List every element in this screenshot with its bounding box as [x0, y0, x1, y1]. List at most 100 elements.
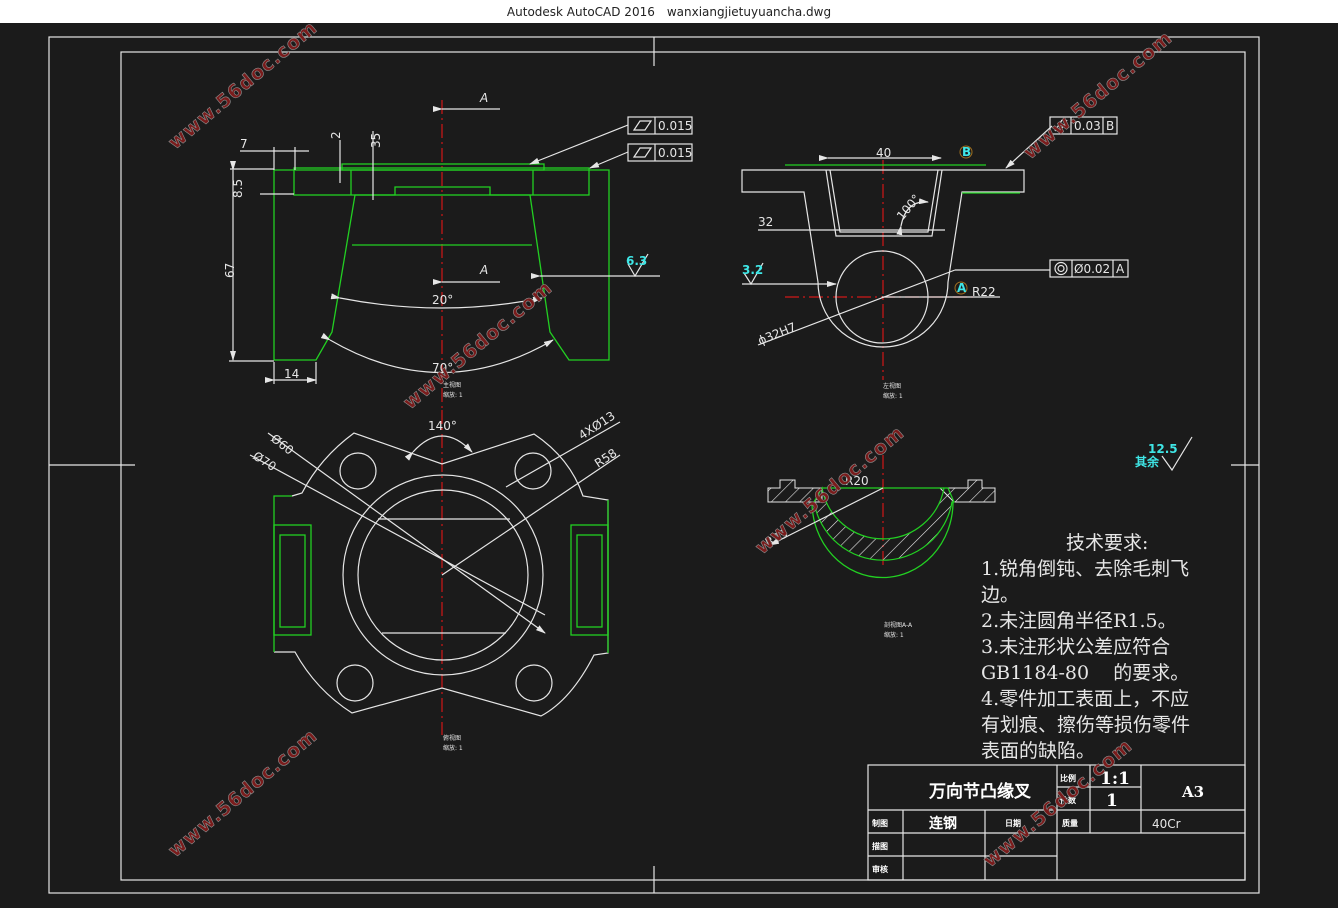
drawing-stroke [1005, 125, 1053, 169]
watermark: www.56doc.com [1019, 27, 1177, 164]
drawing-stroke [896, 198, 929, 236]
dim-4x-dia13: 4XØ13 [576, 409, 618, 443]
inner-frame [120, 51, 1246, 881]
parallelism-icon [1054, 119, 1068, 132]
outer-circle-70 [342, 474, 544, 676]
watermark: www.56doc.com [164, 725, 322, 862]
front-raised-face [341, 163, 545, 171]
drawing-stroke [267, 432, 546, 634]
date-label: 日期 [1005, 818, 1021, 828]
traced-label: 描图 [872, 841, 888, 851]
sheet-size: A3 [1181, 783, 1204, 801]
roughness-prefix: 其余 [1135, 454, 1160, 469]
drawing-stroke [505, 421, 621, 488]
parallelism-datum: B [1106, 119, 1114, 133]
top-view-scale: 缩放: 1 [443, 744, 463, 752]
roughness-icon [743, 262, 764, 286]
drawing-stroke [570, 524, 609, 636]
top-view: Ø60 Ø70 140° 4XØ13 R58 俯视图 缩放: 1 [249, 409, 621, 752]
tech-req-line: GB1184-80 的要求。 [981, 662, 1189, 684]
datum-a: A [957, 281, 967, 295]
section-view: R20 R25 剖视图A-A 缩放: 1 [763, 455, 996, 639]
bolt-hole [336, 664, 374, 702]
drawing-stroke [441, 454, 621, 576]
weight-label: 质量 [1062, 818, 1078, 828]
drawing-stroke [576, 534, 603, 628]
left-body-outline [741, 169, 1025, 348]
scale-label: 比例 [1060, 773, 1076, 783]
drawing-stroke [249, 454, 546, 616]
drawing-canvas[interactable]: A A 7 2 35 8.5 67 14 20° 70° 0.015 0 [0, 23, 1338, 908]
tech-req-line: 有划痕、擦伤等损伤零件 [981, 714, 1190, 736]
drawing-stroke [829, 169, 939, 233]
technical-requirements: 技术要求: 1.锐角倒钝、去除毛刺飞 边。 2.未注圆角半径R1.5。 3.未注… [981, 532, 1190, 762]
material: 40Cr [1152, 817, 1181, 831]
section-view-name: 剖视图A-A [884, 621, 913, 629]
section-view-scale: 缩放: 1 [884, 631, 904, 639]
concentricity-value: Ø0.02 [1074, 262, 1110, 276]
drawn-label: 制图 [872, 818, 888, 828]
part-name: 万向节凸缘叉 [928, 781, 1032, 802]
dim-7: 7 [240, 137, 248, 151]
dim-35: 35 [369, 133, 383, 148]
dim-angle-100: 100° [894, 192, 923, 223]
cad-drawing[interactable]: A A 7 2 35 8.5 67 14 20° 70° 0.015 0 [0, 23, 1338, 908]
section-label-a-mid: A [479, 263, 488, 277]
bolt-hole [339, 452, 377, 490]
tech-req-line: 表面的缺陷。 [981, 740, 1095, 762]
tech-req-line: 3.未注形状公差应符合 [981, 636, 1170, 658]
roughness-icon [1161, 436, 1193, 472]
watermark: www.56doc.com [399, 277, 557, 414]
drawing-stroke [273, 524, 312, 636]
flatness-value-1: 0.015 [658, 119, 692, 133]
drawing-stroke [769, 487, 884, 546]
dim-40: 40 [876, 146, 891, 160]
dim-32: 32 [758, 215, 773, 229]
title-block: 万向节凸缘叉 比例 1:1 件数 1 A3 制图 连钢 日期 质量 40Cr 描… [867, 764, 1246, 881]
front-flange [293, 167, 590, 196]
dim-67: 67 [223, 263, 237, 278]
drawing-stroke [938, 479, 996, 503]
section-label-a-top: A [479, 91, 488, 105]
roughness-12-5: 12.5 [1148, 442, 1178, 456]
tech-req-line: 边。 [981, 584, 1019, 606]
drawing-stroke [767, 479, 823, 503]
dim-dia60: Ø60 [268, 431, 296, 457]
left-view: 40 32 100° ϕ32H7 R22 A B 0.03 B Ø0.02 A … [741, 116, 1129, 400]
drawing-stroke [404, 435, 473, 461]
roughness-icon [627, 253, 649, 278]
watermark: www.56doc.com [164, 23, 322, 154]
file-name: wanxiangjietuyuancha.dwg [666, 4, 832, 19]
flatness-value-2: 0.015 [658, 146, 692, 160]
drawing-stroke [279, 534, 306, 628]
drawing-stroke [825, 169, 943, 237]
dim-dia32h7: ϕ32H7 [756, 320, 798, 348]
dim-dia70: Ø70 [250, 449, 278, 474]
tech-req-line: 2.未注圆角半径R1.5。 [981, 610, 1177, 632]
drawing-stroke [1049, 259, 1129, 278]
front-view: A A 7 2 35 8.5 67 14 20° 70° 0.015 0 [223, 91, 693, 410]
dim-14: 14 [284, 367, 299, 381]
quantity-value: 1 [1106, 791, 1118, 811]
drawing-stroke [627, 116, 693, 135]
roughness-3-2: 3.2 [742, 263, 763, 277]
datum-b-icon [959, 145, 973, 159]
title-bar: Autodesk AutoCAD 2016 wanxiangjietuyuanc… [0, 0, 1338, 23]
drawing-stroke [320, 332, 554, 374]
concentricity-icon [1054, 261, 1068, 276]
drawing-stroke [811, 501, 954, 579]
dim-r58: R58 [592, 446, 619, 471]
drawn-value: 连钢 [929, 815, 957, 832]
left-view-name: 左视图 [883, 382, 901, 390]
bolt-hole [515, 664, 553, 702]
drawing-stroke [529, 124, 629, 165]
app-title: Autodesk AutoCAD 2016 [506, 4, 655, 19]
drawing-stroke [273, 495, 292, 652]
left-view-scale: 缩放: 1 [883, 392, 903, 400]
tech-req-title: 技术要求: [1066, 532, 1148, 554]
drawing-stroke [1049, 116, 1118, 135]
dim-2: 2 [329, 131, 343, 139]
tech-req-line: 4.零件加工表面上，不应 [981, 688, 1189, 710]
inner-circle-60 [357, 489, 529, 661]
parallelism-value: 0.03 [1074, 119, 1101, 133]
